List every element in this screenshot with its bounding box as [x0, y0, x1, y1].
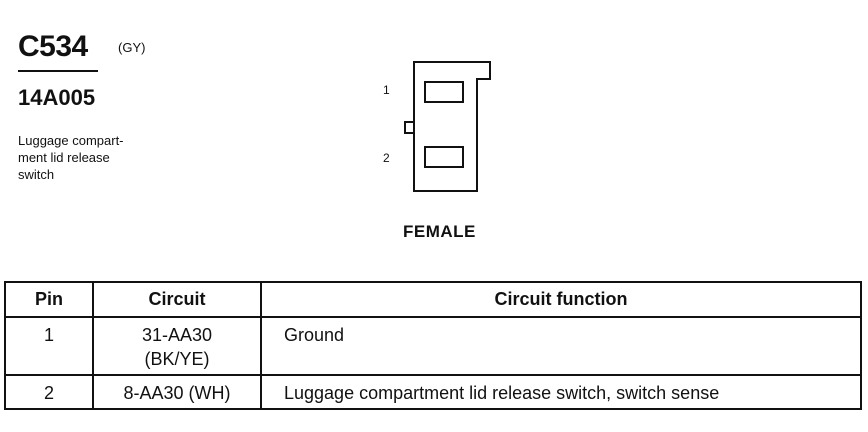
circuit-code: 8-AA30 (WH)	[123, 383, 231, 403]
connector-housing	[413, 61, 491, 192]
description-line-1: Luggage compart-	[18, 133, 124, 148]
table-header-row: Pin Circuit Circuit function	[4, 281, 862, 318]
table-row: 1 31-AA30 (BK/YE) Ground	[4, 316, 862, 376]
header-circuit: Circuit	[92, 281, 262, 318]
title-underline	[18, 70, 98, 72]
pin-cavity-2	[424, 146, 464, 168]
circuit-cell: 31-AA30 (BK/YE)	[92, 316, 262, 376]
circuit-wire-color: (BK/YE)	[144, 349, 210, 369]
pin-cell: 1	[4, 316, 94, 376]
pin-label-2: 2	[383, 151, 390, 165]
circuit-function-cell: Ground	[260, 316, 862, 376]
header-pin: Pin	[4, 281, 94, 318]
header-circuit-function: Circuit function	[260, 281, 862, 318]
circuit-cell: 8-AA30 (WH)	[92, 374, 262, 410]
connector-latch	[404, 121, 415, 134]
pin-cell: 2	[4, 374, 94, 410]
connector-face-diagram: 1 2	[383, 61, 491, 192]
component-description: Luggage compart- ment lid release switch	[18, 132, 168, 183]
table-row: 2 8-AA30 (WH) Luggage compartment lid re…	[4, 374, 862, 410]
connector-id: C534	[18, 30, 88, 63]
description-line-3: switch	[18, 167, 55, 182]
pin-table: Pin Circuit Circuit function 1 31-AA30 (…	[4, 281, 862, 410]
connector-color: (GY)	[118, 40, 146, 55]
circuit-code: 31-AA30	[141, 325, 213, 345]
description-line-2: ment lid release	[18, 150, 110, 165]
part-number: 14A005	[18, 85, 96, 110]
connector-view-label: FEMALE	[403, 222, 476, 241]
pin-label-1: 1	[383, 83, 390, 97]
circuit-function-cell: Luggage compartment lid release switch, …	[260, 374, 862, 410]
pin-cavity-1	[424, 81, 464, 103]
